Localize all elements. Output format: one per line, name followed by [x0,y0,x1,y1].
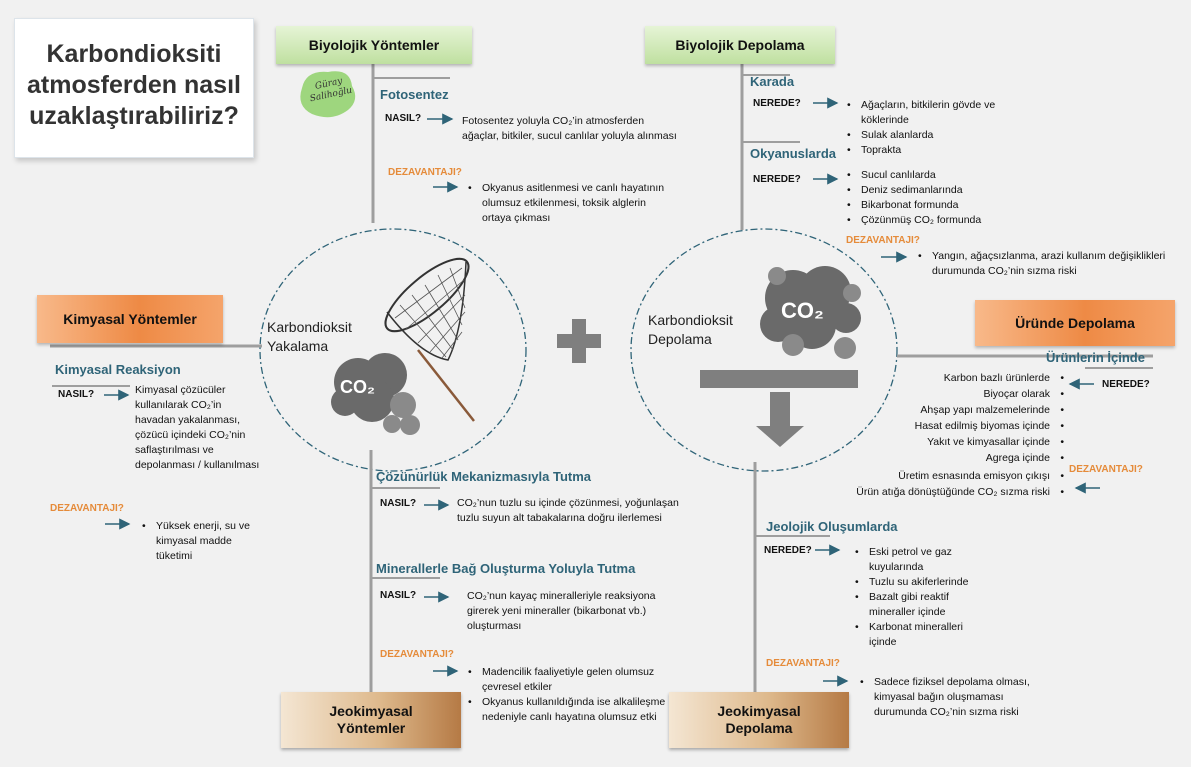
bio-storage-land-head: Karada [750,74,795,89]
bio-storage-box: Biyolojik Depolama [645,26,835,64]
bio-methods-dis-list: Okyanus asitlenmesi ve canlı hayatının o… [466,181,666,226]
geochem-methods-how1-text: CO₂’nun tuzlu su içinde çözünmesi, yoğun… [457,497,679,524]
chem-methods-how-text: Kimyasal çözücüler kullanılarak CO₂’in h… [135,384,260,471]
storage-circle [630,228,898,472]
list-item: Okyanus kullanıldığında ise alkalileşme … [466,695,666,725]
chem-methods-dis-list: Yüksek enerji, su ve kimyasal madde tüke… [140,519,270,564]
product-storage-head: Ürünlerin İçinde [1046,350,1145,365]
bio-storage-dis-label: DEZAVANTAJI? [846,235,920,246]
co2-cloud-icon [331,353,420,435]
bio-methods-dis-label: DEZAVANTAJI? [388,167,462,178]
product-storage-list: Karbon bazlı ürünlerde Biyoçar olarak Ah… [880,370,1066,466]
product-storage-dis-list: Üretim esnasında emisyon çıkışı Ürün atı… [820,468,1066,500]
geochem-storage-title: Jeokimyasal Depolama [717,703,801,736]
page-title: Karbondioksiti atmosferden nasıl uzaklaş… [27,40,241,130]
bio-methods-box: Biyolojik Yöntemler [276,26,472,64]
list-item: Sulak alanlarda [845,128,1035,143]
chem-methods-head: Kimyasal Reaksiyon [55,362,181,377]
bio-storage-ocean-where: NEREDE? [753,174,801,185]
list-item: Yangın, ağaçsızlanma, arazi kullanım değ… [916,249,1178,279]
capture-circle [259,228,527,472]
list-item: Çözünmüş CO₂ formunda [845,213,1035,228]
co2-cloud-icon-storage [760,266,861,359]
geochem-storage-dis-label: DEZAVANTAJI? [766,658,840,669]
list-item: Bikarbonat formunda [845,198,1035,213]
geochem-methods-box: Jeokimyasal Yöntemler [281,692,461,748]
list-item: Madencilik faaliyetiyle gelen olumsuz çe… [466,665,666,695]
list-item: Karbon bazlı ürünlerde [880,370,1066,386]
list-item: Üretim esnasında emisyon çıkışı [820,468,1066,484]
bio-methods-how-text: Fotosentez yoluyla CO₂’in atmosferden ağ… [462,115,677,142]
bio-storage-land-list: Ağaçların, bitkilerin gövde ve köklerind… [845,98,1035,158]
bio-methods-how-label: NASIL? [385,113,422,124]
geochem-methods-dis-label: DEZAVANTAJI? [380,649,454,660]
bio-storage-land-where: NEREDE? [753,98,801,109]
geochem-methods-head1: Çözünürlük Mekanizmasıyla Tutma [376,469,592,484]
net-icon [384,257,475,422]
product-storage-dis-label: DEZAVANTAJI? [1069,464,1143,475]
chem-methods-box: Kimyasal Yöntemler [37,295,223,343]
geochem-methods-dis-list: Madencilik faaliyetiyle gelen olumsuz çe… [466,665,666,725]
storage-label: Karbondioksit Depolama [648,312,733,347]
list-item: Ahşap yapı malzemelerinde [880,402,1066,418]
geochem-methods-how2-label: NASIL? [380,590,417,601]
chem-methods-dis-label: DEZAVANTAJI? [50,503,124,514]
bio-storage-ocean-list: Sucul canlılarda Deniz sedimanlarında Bi… [845,168,1035,228]
product-storage-box: Üründe Depolama [975,300,1175,346]
list-item: Yakıt ve kimyasallar içinde [880,434,1066,450]
chem-methods-how-label: NASIL? [58,389,95,400]
storage-co2-text: CO₂ [781,298,824,323]
bio-storage-ocean-head: Okyanuslarda [750,146,836,161]
capture-label: Karbondioksit Yakalama [267,319,352,354]
list-item: Toprakta [845,143,1035,158]
geochem-storage-head: Jeolojik Oluşumlarda [766,519,898,534]
list-item: Sucul canlılarda [845,168,1035,183]
list-item: Ürün atığa dönüştüğünde CO₂ sızma riski [820,484,1066,500]
bio-storage-dis-list: Yangın, ağaçsızlanma, arazi kullanım değ… [916,249,1178,279]
list-item: Sadece fiziksel depolama olması, kimyasa… [858,675,1058,720]
list-item: Agrega içinde [880,450,1066,466]
list-item: Bazalt gibi reaktif mineraller içinde [853,590,993,620]
capture-co2-text: CO₂ [340,377,375,397]
geochem-methods-title: Jeokimyasal Yöntemler [329,703,413,736]
list-item: Hasat edilmiş biyomas içinde [880,418,1066,434]
list-item: Biyoçar olarak [880,386,1066,402]
list-item: Eski petrol ve gaz kuyularında [853,545,993,575]
list-item: Tuzlu su akiferlerinde [853,575,993,590]
product-storage-where: NEREDE? [1102,379,1150,390]
logo-blob [300,71,356,118]
geochem-methods-head2: Minerallerle Bağ Oluşturma Yoluyla Tutma [376,561,636,576]
geochem-storage-box: Jeokimyasal Depolama [669,692,849,748]
geochem-methods-how2-text: CO₂’nun kayaç mineralleriyle reaksiyona … [467,590,656,632]
geochem-methods-how1-label: NASIL? [380,498,417,509]
geochem-storage-where: NEREDE? [764,545,812,556]
list-item: Yüksek enerji, su ve kimyasal madde tüke… [140,519,270,564]
list-item: Karbonat mineralleri içinde [853,620,993,650]
title-box: Karbondioksiti atmosferden nasıl uzaklaş… [14,18,254,158]
bio-methods-head: Fotosentez [380,87,449,102]
list-item: Okyanus asitlenmesi ve canlı hayatının o… [466,181,666,226]
list-item: Deniz sedimanlarında [845,183,1035,198]
geochem-storage-list: Eski petrol ve gaz kuyularında Tuzlu su … [853,545,993,650]
geochem-storage-dis-list: Sadece fiziksel depolama olması, kimyasa… [858,675,1058,720]
list-item: Ağaçların, bitkilerin gövde ve köklerind… [845,98,1035,128]
